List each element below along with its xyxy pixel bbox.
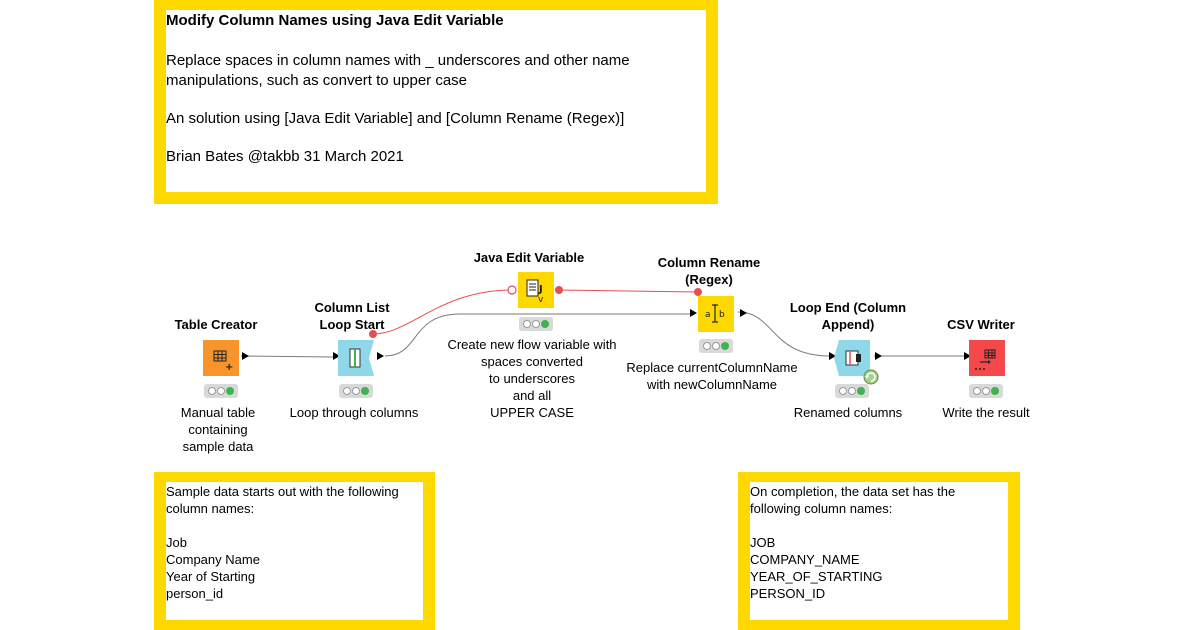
output-port-icon bbox=[740, 309, 747, 317]
annotation-line: Company Name bbox=[166, 552, 260, 567]
connection-loop-start-to-column-rename bbox=[384, 313, 690, 357]
title-line: (Regex) bbox=[685, 272, 733, 287]
java-variable-icon: J v bbox=[526, 279, 544, 305]
connection-table-creator-to-loop-start bbox=[240, 355, 334, 358]
sample-data-annotation: Sample data starts out with the followin… bbox=[154, 472, 435, 630]
input-port-icon bbox=[964, 352, 971, 360]
result-data-annotation: On completion, the data set has the foll… bbox=[738, 472, 1020, 630]
svg-text:b: b bbox=[719, 310, 725, 320]
column-rename-regex-node[interactable]: a b bbox=[698, 296, 734, 332]
label-line: UPPER CASE bbox=[490, 405, 574, 420]
node-label-java-edit-variable: Create new flow variable with spaces con… bbox=[434, 336, 630, 421]
input-port-icon bbox=[690, 309, 697, 317]
annotation-line: An solution using [Java Edit Variable] a… bbox=[166, 110, 625, 127]
flow-variable-java-edit-to-column-rename bbox=[558, 289, 699, 293]
title-line: Append) bbox=[821, 317, 875, 332]
annotation-line: YEAR_OF_STARTING bbox=[750, 569, 883, 584]
flow-variable-loop-start-to-java-edit bbox=[372, 289, 513, 335]
label-line: spaces converted bbox=[481, 354, 583, 369]
header-annotation: Modify Column Names using Java Edit Vari… bbox=[154, 0, 718, 204]
node-title-java-edit-variable: Java Edit Variable bbox=[473, 250, 585, 265]
node-status-traffic-light bbox=[969, 384, 1003, 398]
label-line: sample data bbox=[182, 439, 254, 454]
table-creator-node[interactable]: + bbox=[203, 340, 239, 376]
output-port-icon bbox=[377, 352, 384, 360]
label-line: with newColumnName bbox=[646, 377, 778, 392]
node-title-column-list-loop-start: Column List Loop Start bbox=[302, 299, 402, 333]
csv-writer-icon bbox=[975, 349, 996, 370]
svg-text:+: + bbox=[225, 362, 233, 373]
label-line: Create new flow variable with bbox=[447, 337, 617, 352]
node-title-loop-end: Loop End (Column Append) bbox=[778, 299, 918, 333]
label-line: and all bbox=[512, 388, 552, 403]
node-status-traffic-light bbox=[204, 384, 238, 398]
output-port-icon bbox=[242, 352, 249, 360]
title-line: Column List bbox=[314, 300, 390, 315]
title-line: Column Rename bbox=[657, 255, 761, 270]
rename-icon: a b bbox=[705, 304, 725, 323]
node-label-column-rename-regex: Replace currentColumnName with newColumn… bbox=[612, 359, 812, 393]
annotation-line: following column names: bbox=[750, 501, 893, 516]
table-icon: + bbox=[213, 350, 233, 373]
annotation-line: PERSON_ID bbox=[750, 586, 826, 601]
annotation-line: Sample data starts out with the followin… bbox=[166, 484, 399, 499]
input-port-icon bbox=[333, 352, 340, 360]
annotation-line: column names: bbox=[166, 501, 255, 516]
connection-column-rename-to-loop-end bbox=[737, 311, 831, 357]
svg-text:J: J bbox=[538, 284, 543, 295]
annotation-line: Replace spaces in column names with _ un… bbox=[166, 52, 630, 69]
node-status-traffic-light bbox=[339, 384, 373, 398]
label-line: Replace currentColumnName bbox=[626, 360, 798, 375]
flow-variable-port-icon bbox=[369, 330, 377, 338]
annotation-line: On completion, the data set has the bbox=[750, 484, 956, 499]
annotation-title: Modify Column Names using Java Edit Vari… bbox=[166, 12, 504, 29]
annotation-author: Brian Bates @takbb 31 March 2021 bbox=[166, 148, 404, 165]
column-list-loop-start-node[interactable] bbox=[338, 340, 374, 376]
java-edit-variable-node[interactable]: J v bbox=[518, 272, 554, 308]
output-port-icon bbox=[875, 352, 882, 360]
flow-variable-port-icon bbox=[694, 288, 702, 296]
annotation-line: COMPANY_NAME bbox=[750, 552, 860, 567]
svg-text:a: a bbox=[705, 310, 711, 320]
node-status-traffic-light bbox=[835, 384, 869, 398]
annotation-line: person_id bbox=[166, 586, 224, 601]
node-title-column-rename-regex: Column Rename (Regex) bbox=[649, 254, 769, 288]
svg-text:v: v bbox=[538, 295, 544, 305]
flow-variable-port-icon bbox=[507, 285, 517, 295]
node-title-table-creator: Table Creator bbox=[174, 317, 258, 332]
flow-variable-port-icon bbox=[555, 286, 563, 294]
label-line: Manual table bbox=[180, 405, 256, 420]
node-status-traffic-light bbox=[519, 317, 553, 331]
title-line: Loop Start bbox=[319, 317, 385, 332]
input-port-icon bbox=[829, 352, 836, 360]
label-line: containing bbox=[188, 422, 248, 437]
loop-end-icon bbox=[834, 340, 870, 376]
node-status-traffic-light bbox=[699, 339, 733, 353]
loop-start-icon bbox=[338, 340, 374, 376]
csv-writer-node[interactable] bbox=[969, 340, 1005, 376]
node-label-loop-end: Renamed columns bbox=[793, 405, 903, 420]
annotation-line: Job bbox=[166, 535, 187, 550]
node-label-column-list-loop-start: Loop through columns bbox=[289, 405, 419, 420]
annotation-line: manipulations, such as convert to upper … bbox=[166, 72, 468, 89]
label-line: to underscores bbox=[489, 371, 575, 386]
title-line: Loop End (Column bbox=[789, 300, 907, 315]
node-label-table-creator: Manual table containing sample data bbox=[158, 404, 278, 455]
node-label-csv-writer: Write the result bbox=[942, 405, 1030, 420]
loop-end-node[interactable] bbox=[834, 340, 870, 376]
annotation-line: Year of Starting bbox=[166, 569, 256, 584]
loop-refresh-icon bbox=[863, 369, 879, 385]
annotation-line: JOB bbox=[750, 535, 776, 550]
node-title-csv-writer: CSV Writer bbox=[947, 317, 1015, 332]
